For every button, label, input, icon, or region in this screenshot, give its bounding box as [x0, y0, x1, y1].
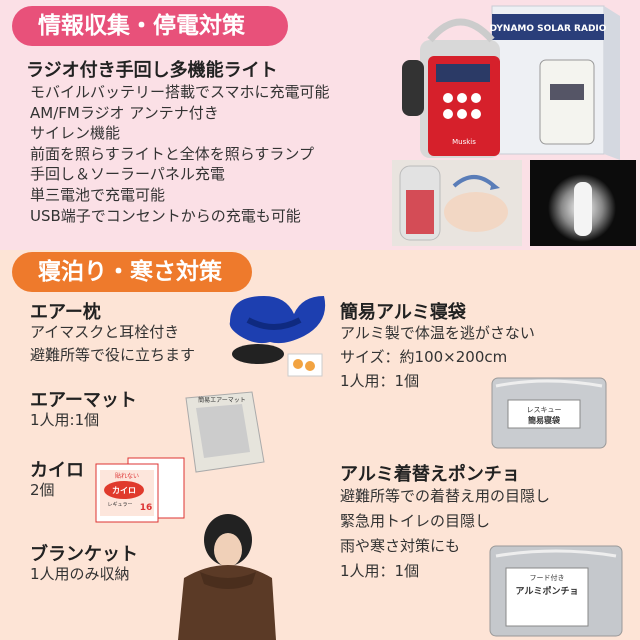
sleeping-bag-image: レスキュー 簡易寝袋	[491, 377, 607, 449]
sleeping-bag-package-label2: 簡易寝袋	[528, 415, 561, 425]
feature-item: USB端子でコンセントからの充電も可能	[30, 206, 301, 225]
kairo-package-top: 貼れない	[115, 472, 139, 480]
blanket-qty: 1人用のみ収納	[30, 565, 130, 583]
feature-item: モバイルバッテリー搭載でスマホに充電可能	[30, 83, 330, 101]
air-pillow-line: アイマスクと耳栓付き	[30, 323, 180, 341]
poncho-image: フード付き アルミポンチョ	[489, 545, 623, 637]
poncho-title: アルミ着替えポンチョ	[340, 464, 520, 485]
feature-item: 単三電池で充電可能	[30, 185, 166, 204]
feature-item: 前面を照らすライトと全体を照らすランプ	[30, 144, 314, 163]
feature-item: サイレン機能	[30, 124, 121, 143]
air-mat-image: 簡易エアーマット	[185, 391, 265, 473]
poncho-line: 緊急用トイレの目隠し	[340, 512, 491, 530]
feature-item: 手回し＆ソーラーパネル充電	[30, 165, 225, 184]
air-mat-title: エアーマット	[30, 390, 137, 411]
section-title-info: 情報収集・停電対策	[12, 6, 288, 46]
air-mat-package-label: 簡易エアーマット	[198, 396, 246, 404]
feature-list: モバイルバッテリー搭載でスマホに充電可能 AM/FMラジオ アンテナ付き サイレ…	[30, 82, 330, 226]
poncho-line: 避難所等での着替え用の目隠し	[340, 487, 551, 505]
sleeping-bag-line: サイズ：約100×200cm	[340, 348, 508, 366]
box-label: DYNAMO SOLAR RADIO	[490, 24, 607, 34]
poncho-line: 雨や寒さ対策にも	[340, 537, 461, 555]
air-pillow-line: 避難所等で役に立ちます	[30, 346, 196, 364]
kairo-image: 貼れない カイロ レギュラー 16	[95, 457, 185, 523]
lamp-light-image	[530, 160, 636, 246]
air-pillow-title: エアー枕	[30, 302, 101, 323]
product-title-radio-light: ラジオ付き手回し多機能ライト	[26, 60, 278, 81]
air-pillow-image	[229, 296, 326, 377]
feature-item: AM/FMラジオ アンテナ付き	[30, 103, 219, 122]
kairo-package-main: カイロ	[112, 486, 136, 495]
sleeping-bag-line: アルミ製で体温を逃がさない	[340, 324, 535, 342]
blanket-title: ブランケット	[30, 544, 138, 565]
kairo-package-sub: レギュラー	[107, 502, 132, 508]
sleeping-bag-title: 簡易アルミ寝袋	[340, 302, 466, 323]
radio-product-image: DYNAMO SOLAR RADIO Muskis	[402, 5, 620, 160]
sleeping-bag-line: 1人用：1個	[340, 372, 420, 390]
kairo-title: カイロ	[30, 460, 84, 481]
hand-crank-demo-image	[392, 160, 522, 246]
kairo-qty: 2個	[30, 481, 55, 499]
kairo-package-hours: 16	[140, 503, 153, 513]
poncho-package-label1: フード付き	[530, 573, 565, 582]
blanket-image	[178, 514, 276, 640]
poncho-line: 1人用：1個	[340, 562, 420, 580]
radio-brand: Muskis	[452, 138, 476, 146]
air-mat-qty: 1人用:1個	[30, 411, 100, 429]
poncho-package-label2: アルミポンチョ	[516, 585, 579, 597]
sleeping-bag-package-label1: レスキュー	[527, 406, 562, 414]
section-title-sleep: 寝泊り・寒さ対策	[12, 252, 252, 292]
